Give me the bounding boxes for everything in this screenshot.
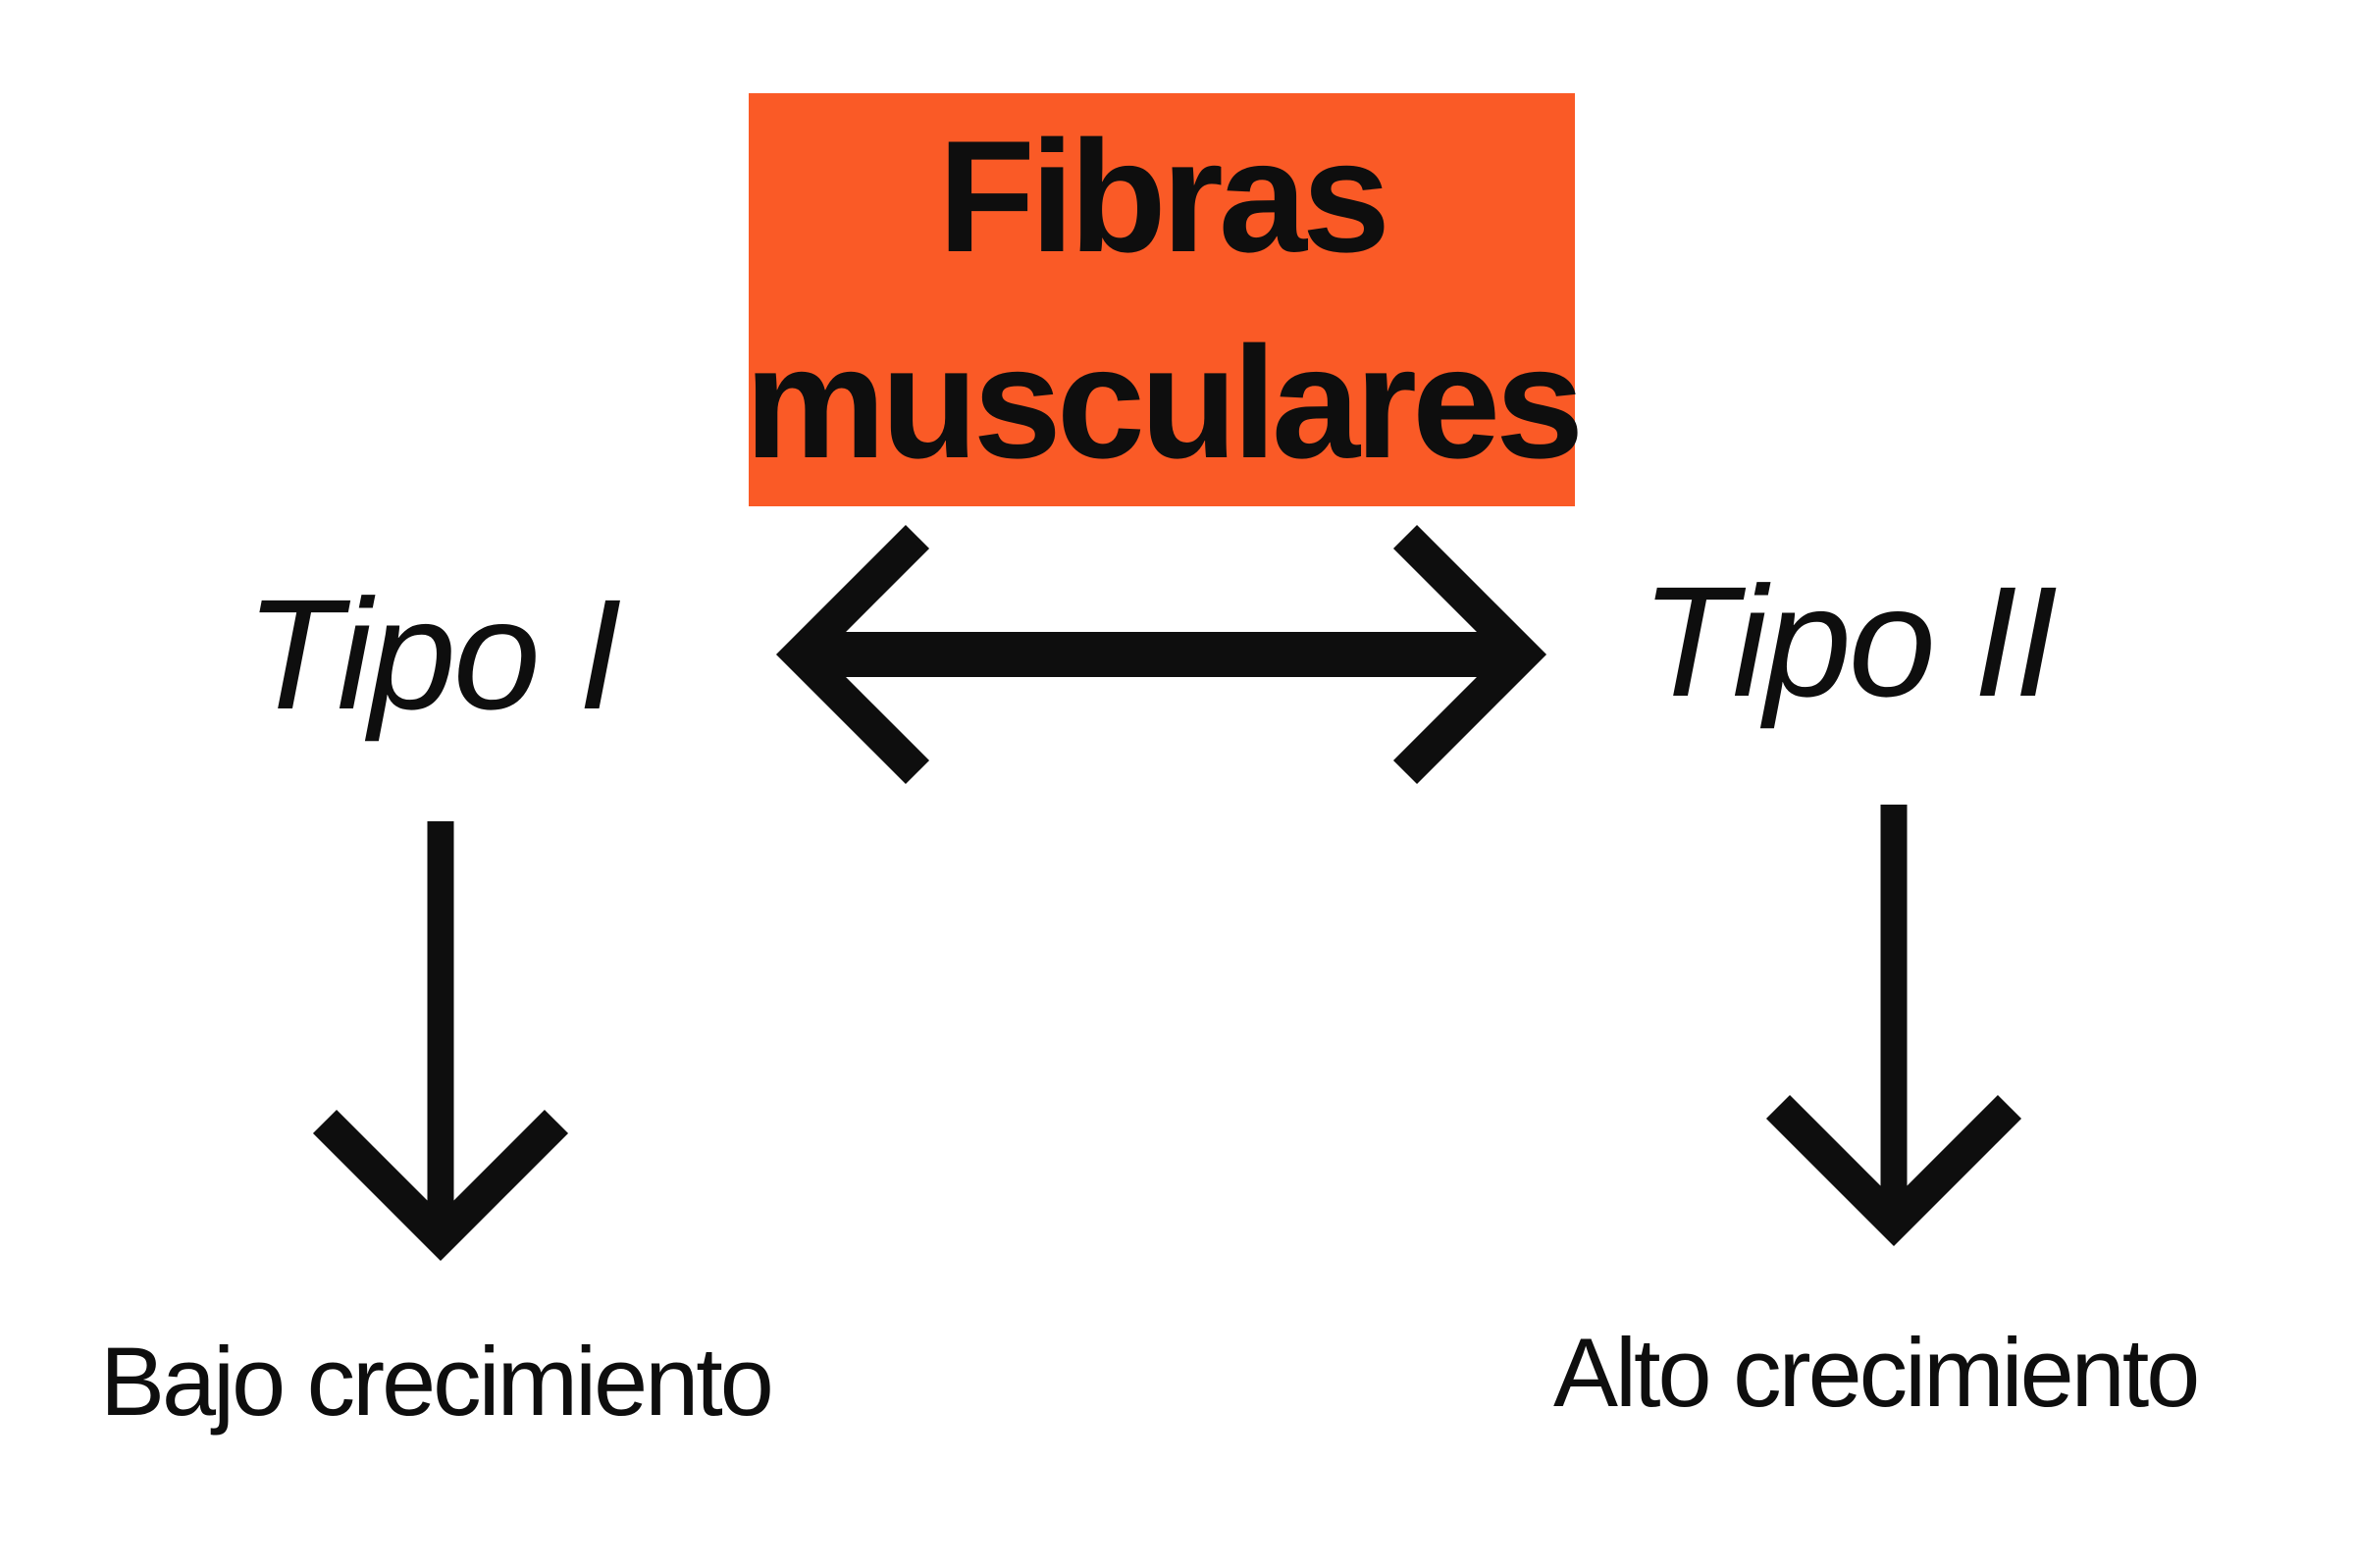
muscle-fibers-box: Fibras musculares [745,93,1584,506]
left-right-arrow-icon [775,524,1547,785]
muscle-fibers-title: Fibras musculares [744,94,1584,506]
down-arrow-left-icon [312,821,569,1262]
high-growth-label: Alto crecimiento [1553,1318,2200,1427]
type-1-label: Tipo I [245,566,622,742]
low-growth-label: Bajo crecimiento [100,1327,774,1436]
down-arrow-right-icon [1765,805,2022,1247]
type-2-label: Tipo II [1641,553,2058,729]
muscle-fibers-title-line2: musculares [744,313,1584,492]
muscle-fibers-title-line1: Fibras [937,107,1390,286]
